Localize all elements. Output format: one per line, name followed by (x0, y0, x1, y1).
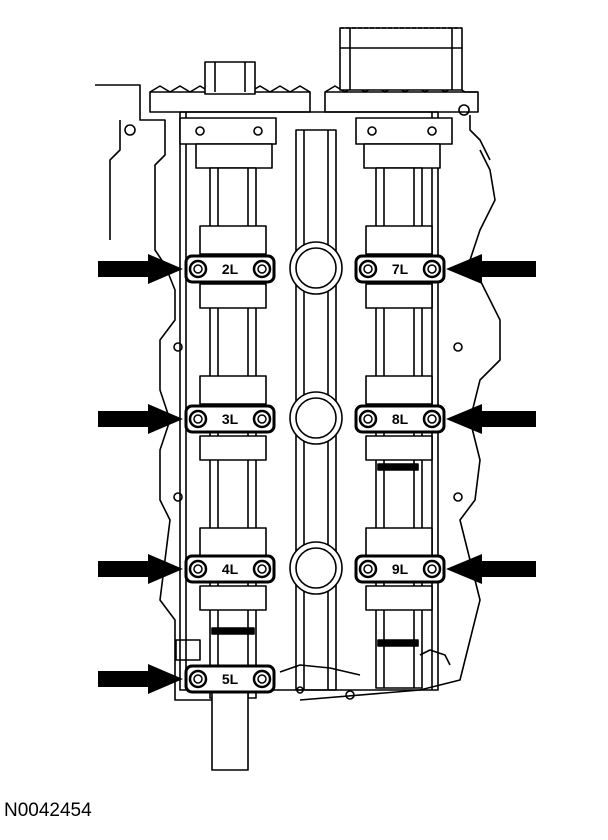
bearing-cap-5L: 5L (184, 664, 276, 694)
cap-bolt-icon (252, 669, 272, 689)
bearing-cap-8L: 8L (354, 404, 446, 434)
arrow-right-icon (98, 404, 183, 434)
bearing-cap-9L: 9L (354, 554, 446, 584)
cap-label: 4L (222, 561, 239, 577)
cap-label: 2L (222, 261, 239, 277)
cap-bolt-icon (422, 559, 442, 579)
cap-label: 8L (392, 411, 409, 427)
cap-bolt-icon (188, 669, 208, 689)
cap-bolt-icon (188, 409, 208, 429)
cap-bolt-icon (188, 259, 208, 279)
spark-plug-wells (289, 241, 343, 595)
arrow-right-icon (98, 254, 183, 284)
cap-bolt-icon (188, 559, 208, 579)
cap-bolt-icon (252, 559, 272, 579)
front-bearing-caps (179, 117, 453, 169)
arrow-left-icon (446, 254, 536, 284)
figure-id: N0042454 (4, 800, 92, 821)
cap-label: 9L (392, 561, 409, 577)
right-cam-gear (324, 27, 479, 113)
bearing-cap-3L: 3L (184, 404, 276, 434)
bearing-cap-4L: 4L (184, 554, 276, 584)
cap-bolt-icon (422, 409, 442, 429)
left-cam-gear (149, 61, 311, 113)
cap-label: 3L (222, 411, 239, 427)
cap-bolt-icon (422, 259, 442, 279)
arrow-left-icon (446, 404, 536, 434)
cap-label: 7L (392, 261, 409, 277)
bearing-cap-2L: 2L (184, 254, 276, 284)
cap-label: 5L (222, 671, 239, 687)
bearing-cap-7L: 7L (354, 254, 446, 284)
cap-bolt-icon (252, 259, 272, 279)
arrow-right-icon (98, 554, 183, 584)
arrow-left-icon (446, 554, 536, 584)
arrow-right-icon (98, 664, 183, 694)
cap-bolt-icon (252, 409, 272, 429)
cap-bolt-icon (358, 409, 378, 429)
head-outline (95, 84, 501, 701)
cap-bolt-icon (358, 559, 378, 579)
cap-bolt-icon (358, 259, 378, 279)
